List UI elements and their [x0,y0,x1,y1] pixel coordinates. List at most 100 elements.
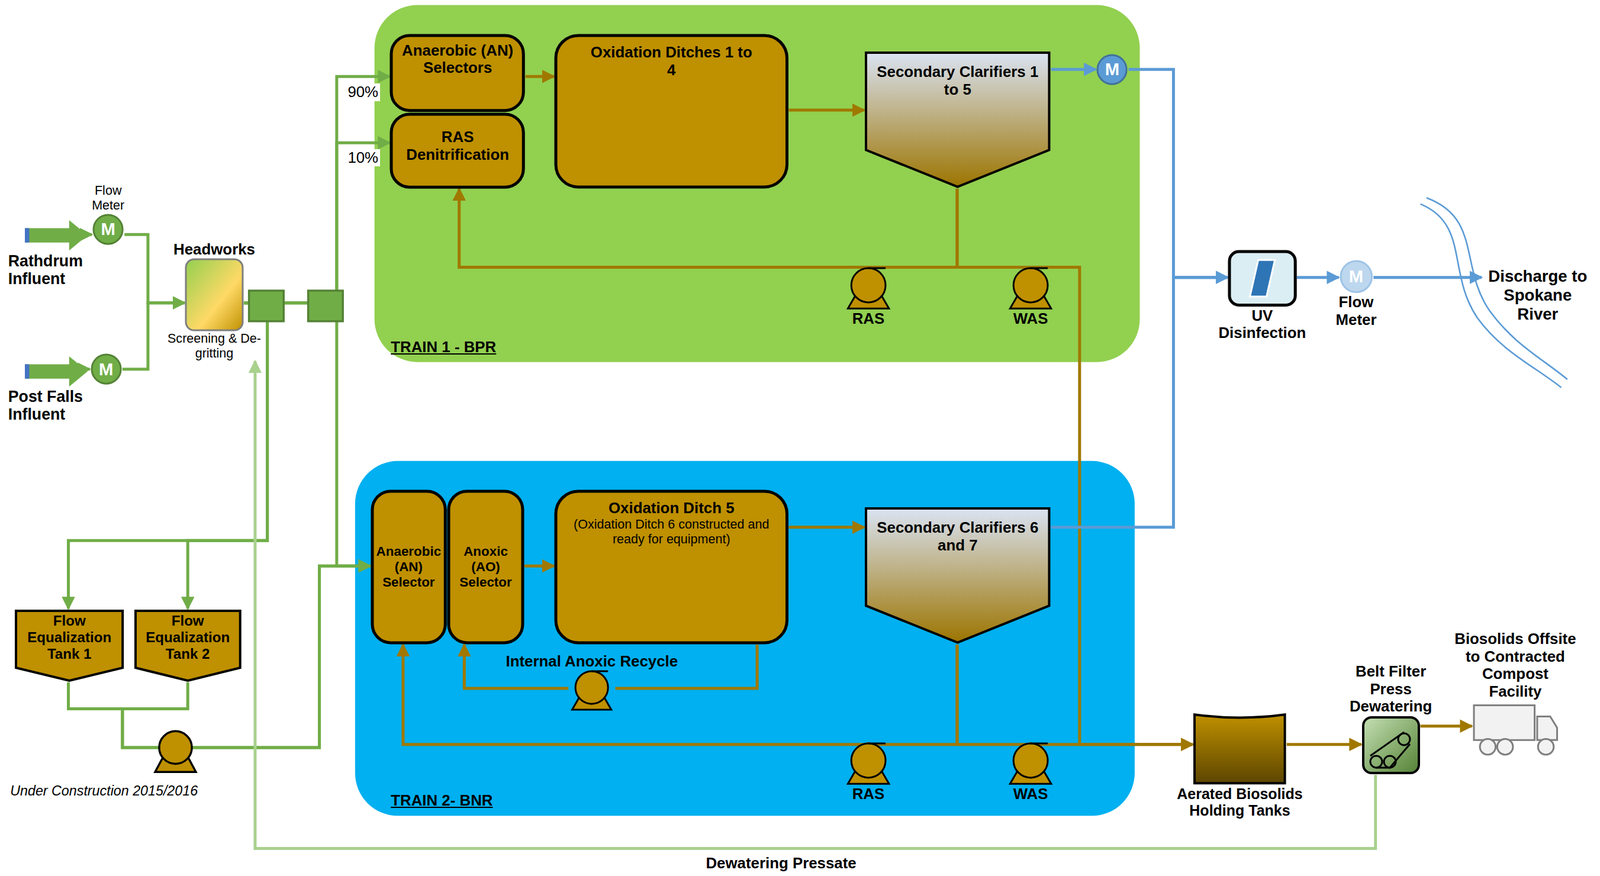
flow-meter: M [1095,53,1129,86]
influent-arrow: Rathdrum Influent [8,219,106,289]
node-text: Flow Equalization Tank 1 [17,612,122,662]
flow-line [1296,275,1339,279]
node-text: M [101,219,116,240]
note-holder: Under Construction 2015/2016 [10,783,198,800]
node-text: Secondary Clarifiers 1 to 5 [872,63,1043,99]
node-text: Oxidation Ditch 5 [566,499,777,518]
pump-shape [842,742,894,785]
node-text: Anoxic (AO) Selector [449,543,522,590]
influent-arrow-outline [24,219,89,252]
pump-outline [1005,742,1057,785]
node-text: UV Disinfection [1206,307,1318,343]
process-box: Anoxic (AO) Selector [446,489,525,645]
edge-label-holder: 90% [345,83,381,102]
holding-tank-shape [1192,708,1287,785]
edge-label: 90% [345,83,381,102]
node-text: M [98,359,114,380]
headworks-outline [184,258,244,332]
truck-shape [1472,700,1560,758]
flow-line [403,644,869,745]
belt-filter-press: Belt Filter Press Dewatering [1339,662,1442,775]
flow-meter-shape: M [91,213,125,246]
flow-line [1286,742,1362,746]
pump-outline [1005,266,1057,310]
flow-line [1373,275,1482,279]
flow-line [243,76,391,303]
pump: RAS [837,742,899,803]
node-text: M [1349,266,1364,287]
pump: WAS [999,742,1061,803]
flow-meter: M [88,352,124,386]
node-text: WAS [999,310,1061,328]
node-text: Post Falls Influent [8,387,106,424]
node-text: WAS [999,785,1061,804]
flow-line [789,525,865,529]
eq-pump [155,731,196,772]
flow-meter: Flow MeterM [77,183,139,246]
flow-meter: M Flow Meter [1322,259,1390,330]
note-label: Under Construction 2015/2016 [10,783,198,800]
node-text: Biosolids Offsite to Contracted Compost … [1453,630,1577,701]
flow-meter-shape: M [1095,53,1129,86]
edge-label-holder: 10% [345,149,381,167]
pump: Internal Anoxic Recycle [474,652,710,712]
node-text: Belt Filter Press Dewatering [1339,662,1442,716]
headworks-shape [184,258,244,332]
pump-outline [842,266,894,310]
influent-arrow-shape [24,355,89,388]
influent-arrow-outline [24,355,89,388]
flow-line [1051,68,1097,72]
junction-box [308,290,344,322]
discharge-label: Discharge to Spokane River [1481,266,1595,324]
uv-disinfection-outline [1227,249,1297,307]
belt-filter-press-shape [1361,715,1421,775]
flow-line [957,644,1031,745]
process-box: RAS Denitrification [389,112,526,189]
node-text: Flow Meter [1322,293,1390,329]
pump-shape [842,266,894,310]
headworks: HeadworksScreening & De-gritting [158,240,271,362]
node-text: Rathdrum Influent [8,252,106,289]
edge-label-holder: Dewatering Pressate [703,854,858,873]
train-ground [355,461,1135,817]
clarifier: Secondary Clarifiers 1 to 5 [864,50,1051,189]
holding-tank: Aerated Biosolids Holding Tanks [1163,708,1317,820]
edge-label: Dewatering Pressate [703,854,858,873]
process-box: Oxidation Ditches 1 to 4 [554,33,789,189]
pump-shape [1005,742,1057,785]
flow-line [68,303,267,610]
truck: Biosolids Offsite to Contracted Compost … [1453,630,1577,758]
flow-line [1030,266,1193,745]
clarifier: Secondary Clarifiers 6 and 7 [864,506,1051,645]
flow-meter-shape: M [1338,259,1374,295]
node-text: (Oxidation Ditch 6 constructed and ready… [566,517,777,547]
flow-line [1051,277,1228,528]
flow-line [524,564,555,568]
node-text: RAS [837,310,899,328]
flow-line [1030,742,1193,745]
influent-arrow-shape [24,219,89,252]
node-text: Anaerobic (AN) Selectors [393,42,521,77]
node-text: Secondary Clarifiers 6 and 7 [872,519,1043,555]
flow-line [1420,724,1473,728]
process-box: Oxidation Ditch 5(Oxidation Ditch 6 cons… [554,489,789,645]
node-text: Headworks [158,240,271,259]
influent-arrow: Post Falls Influent [8,355,106,425]
node-text: M [1105,59,1120,80]
node-text: Anaerobic (AN) Selector [373,543,444,590]
process-box: Anaerobic (AN) Selector [370,489,447,645]
flow-line [957,188,1031,268]
pump-shape [568,670,616,711]
flow-meter-shape: M [89,352,123,386]
node-text: Internal Anoxic Recycle [474,652,710,671]
pump-shape [1005,266,1057,310]
truck-outline [1472,700,1560,758]
flow-line [868,644,958,745]
node-text: Flow Equalization Tank 2 [136,612,239,662]
flow-line [1128,69,1228,278]
flow-line [243,142,391,304]
belt-filter-press-outline [1361,715,1421,775]
